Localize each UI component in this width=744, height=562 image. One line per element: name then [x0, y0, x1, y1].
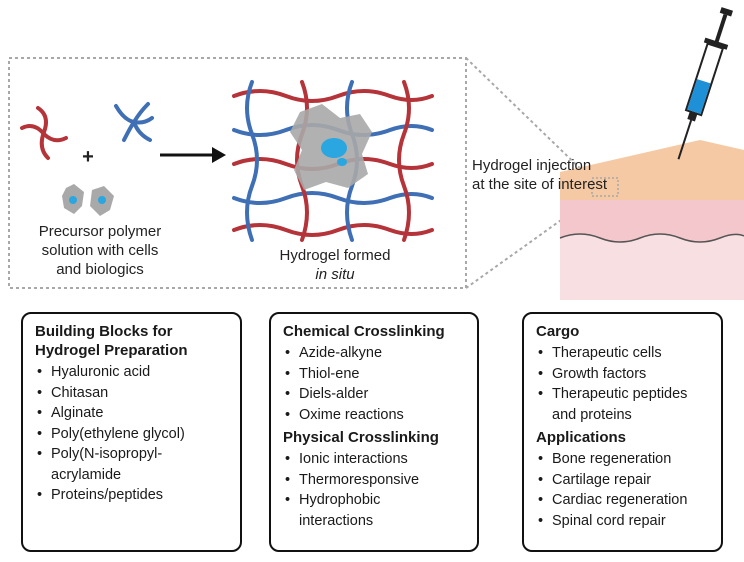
physical-crosslinking-title: Physical Crosslinking: [283, 429, 439, 446]
list-item: Hydrophobic: [283, 490, 467, 511]
physical-crosslinking-list: Ionic interactions Thermoresponsive Hydr…: [283, 449, 467, 531]
list-item: Ionic interactions: [283, 449, 467, 470]
precursor-caption-line1: Precursor polymer: [38, 223, 162, 240]
chemical-crosslinking-list: Azide-alkyne Thiol-ene Diels-alder Oxime…: [283, 343, 467, 425]
list-item: Poly(ethylene glycol): [35, 424, 230, 445]
precursor-caption: Precursor polymer solution with cells an…: [10, 222, 190, 279]
hydrogel-formation-diagram: [8, 7, 744, 300]
plus-sign: +: [82, 146, 94, 168]
list-item: Cardiac regeneration: [536, 490, 711, 511]
crosslinking-box: Chemical Crosslinking Azide-alkyne Thiol…: [269, 312, 479, 552]
list-item: Proteins/peptides: [35, 485, 230, 506]
dotted-enclosure: [8, 57, 467, 289]
precursor-cells-icon: [62, 184, 114, 216]
hydrogel-caption: Hydrogel formed in situ: [250, 246, 420, 284]
list-item: Cartilage repair: [536, 470, 711, 491]
encapsulated-cell-icon: [290, 104, 372, 190]
right-arrow-icon: [160, 147, 226, 163]
red-polymer-icon: [20, 106, 68, 160]
cargo-list: Therapeutic cells Growth factors Therape…: [536, 343, 711, 425]
applications-list: Bone regeneration Cartilage repair Cardi…: [536, 449, 711, 531]
injection-caption-line2: at the site of interest: [472, 176, 608, 193]
list-item-continuation: interactions: [299, 512, 374, 529]
list-item: Oxime reactions: [283, 405, 467, 426]
hydrogel-caption-line2: in situ: [315, 266, 355, 283]
list-item: Therapeutic cells: [536, 343, 711, 364]
dotted-connector-top: [465, 57, 591, 179]
list-item: Thiol-ene: [283, 364, 467, 385]
building-blocks-list: Hyaluronic acid Chitasan Alginate Poly(e…: [35, 362, 230, 506]
injection-caption-line1: Hydrogel injection: [472, 157, 592, 174]
building-blocks-title-line2: Hydrogel Preparation: [35, 342, 188, 359]
chemical-crosslinking-title: Chemical Crosslinking: [283, 323, 445, 340]
list-item: Alginate: [35, 403, 230, 424]
hydrogel-caption-line1: Hydrogel formed: [279, 247, 391, 264]
injection-caption: Hydrogel injection at the site of intere…: [472, 156, 652, 194]
dotted-connector-bottom: [465, 197, 593, 289]
list-item: Therapeutic peptides: [536, 384, 711, 405]
applications-title: Applications: [536, 429, 627, 446]
list-item-continuation: and proteins: [552, 406, 632, 423]
precursor-caption-line2: solution with cells: [41, 242, 159, 259]
list-item: Hyaluronic acid: [35, 362, 230, 383]
building-blocks-title-line1: Building Blocks for: [35, 323, 173, 340]
blue-polymer-icon: [114, 102, 154, 142]
precursor-caption-line3: and biologics: [56, 261, 144, 278]
list-item: Spinal cord repair: [536, 511, 711, 532]
cargo-applications-box: Cargo Therapeutic cells Growth factors T…: [522, 312, 723, 552]
list-item: Chitasan: [35, 383, 230, 404]
list-item-continuation: acrylamide: [51, 466, 122, 483]
list-item: Thermoresponsive: [283, 470, 467, 491]
syringe-icon: [677, 7, 733, 160]
list-item: Bone regeneration: [536, 449, 711, 470]
list-item: Poly(N-isopropyl-: [35, 444, 230, 465]
tissue-cross-section-icon: [559, 140, 744, 300]
building-blocks-box: Building Blocks for Hydrogel Preparation…: [21, 312, 242, 552]
list-item: Diels-alder: [283, 384, 467, 405]
list-item: Growth factors: [536, 364, 711, 385]
list-item: Azide-alkyne: [283, 343, 467, 364]
cargo-title: Cargo: [536, 323, 580, 340]
